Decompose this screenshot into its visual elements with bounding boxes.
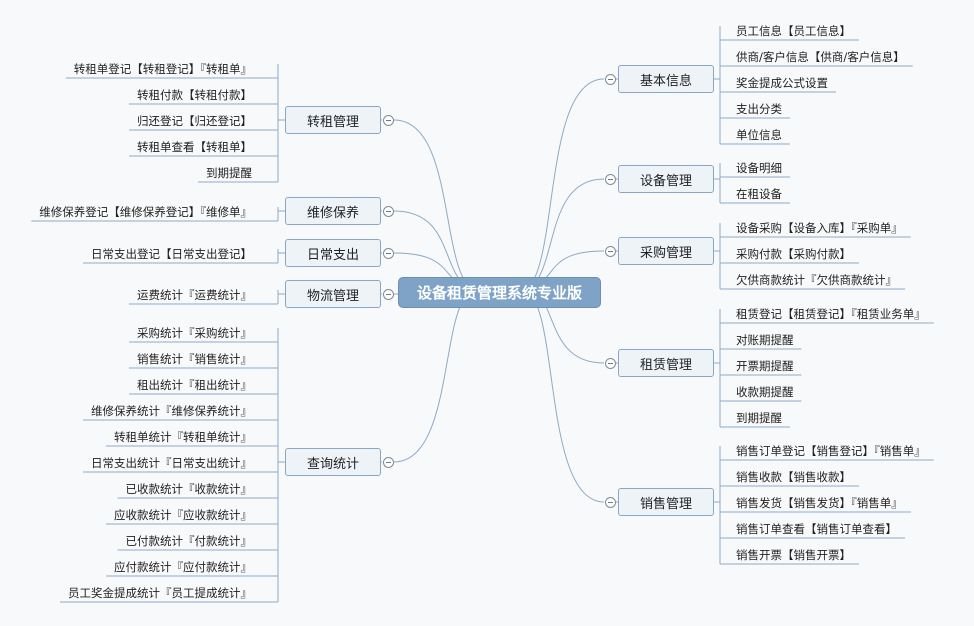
leaf-item[interactable]: 应收款统计『应收款统计』 — [114, 508, 252, 522]
leaf-item[interactable]: 对账期提醒 — [736, 333, 794, 347]
leaf-item[interactable]: 收款期提醒 — [736, 385, 794, 399]
leaf-item[interactable]: 租出统计『租出统计』 — [137, 378, 252, 392]
collapse-toggle-icon[interactable] — [604, 173, 616, 185]
leaf-item[interactable]: 销售统计『销售统计』 — [137, 352, 252, 366]
branch-topic-right-1[interactable]: 设备管理 — [618, 165, 714, 193]
branch-topic-right-0[interactable]: 基本信息 — [618, 65, 714, 93]
leaf-item[interactable]: 单位信息 — [736, 128, 782, 142]
leaf-item[interactable]: 员工信息【员工信息】 — [736, 24, 851, 38]
leaf-item[interactable]: 运费统计『运费统计』 — [137, 288, 252, 302]
collapse-toggle-icon[interactable] — [604, 496, 616, 508]
leaf-item[interactable]: 转租单查看【转租单】 — [137, 140, 252, 154]
leaf-item[interactable]: 销售发货【销售发货】『销售单』 — [736, 496, 903, 510]
leaf-item[interactable]: 维修保养统计『维修保养统计』 — [91, 404, 252, 418]
leaf-item[interactable]: 支出分类 — [736, 102, 782, 116]
link-root-left-4 — [393, 291, 479, 463]
link-root-right-1 — [520, 178, 605, 293]
branch-topic-left-3[interactable]: 物流管理 — [285, 280, 381, 308]
leaf-item[interactable]: 销售订单查看【销售订单查看】 — [736, 522, 897, 536]
leaf-item[interactable]: 销售开票【销售开票】 — [736, 548, 851, 562]
leaf-item[interactable]: 已付款统计『付款统计』 — [125, 534, 253, 548]
leaf-item[interactable]: 转租单登记【转租登记】『转租单』 — [73, 62, 252, 76]
leaf-item[interactable]: 归还登记【归还登记】 — [137, 114, 252, 128]
branch-topic-left-4[interactable]: 查询统计 — [285, 448, 381, 476]
branch-topic-left-1[interactable]: 维修保养 — [285, 197, 381, 225]
leaf-item[interactable]: 销售订单登记【销售登记】『销售单』 — [736, 444, 926, 458]
branch-topic-left-2[interactable]: 日常支出 — [285, 239, 381, 267]
leaf-item[interactable]: 设备明细 — [736, 161, 782, 175]
link-root-left-0 — [393, 119, 479, 293]
leaf-item[interactable]: 日常支出登记【日常支出登记】 — [91, 247, 252, 261]
collapse-toggle-icon[interactable] — [604, 357, 616, 369]
branch-topic-left-0[interactable]: 转租管理 — [285, 106, 381, 134]
leaf-item[interactable]: 已收款统计『收款统计』 — [125, 482, 253, 496]
leaf-item[interactable]: 开票期提醒 — [736, 359, 794, 373]
leaf-item[interactable]: 销售收款【销售收款】 — [736, 470, 851, 484]
collapse-toggle-icon[interactable] — [382, 288, 394, 300]
leaf-item[interactable]: 转租付款【转租付款】 — [137, 88, 252, 102]
leaf-item[interactable]: 采购统计『采购统计』 — [137, 326, 252, 340]
leaf-item[interactable]: 奖金提成公式设置 — [736, 76, 828, 90]
collapse-toggle-icon[interactable] — [382, 456, 394, 468]
leaf-item[interactable]: 租赁登记【租赁登记】『租赁业务单』 — [736, 307, 926, 321]
link-root-right-4 — [520, 291, 605, 503]
leaf-item[interactable]: 供商/客户信息【供商/客户信息】 — [736, 50, 905, 64]
leaf-item[interactable]: 应付款统计『应付款统计』 — [114, 560, 252, 574]
leaf-item[interactable]: 设备采购【设备入库】『采购单』 — [736, 221, 903, 235]
root-topic[interactable]: 设备租赁管理系统专业版 — [398, 277, 601, 308]
leaf-item[interactable]: 到期提醒 — [736, 411, 782, 425]
leaf-item[interactable]: 欠供商款统计『欠供商款统计』 — [736, 273, 897, 287]
leaf-item[interactable]: 采购付款【采购付款】 — [736, 247, 851, 261]
leaf-item[interactable]: 到期提醒 — [206, 166, 252, 180]
leaf-item[interactable]: 转租单统计『转租单统计』 — [114, 430, 252, 444]
leaf-item[interactable]: 员工奖金提成统计『员工提成统计』 — [68, 586, 252, 600]
collapse-toggle-icon[interactable] — [382, 205, 394, 217]
leaf-item[interactable]: 在租设备 — [736, 187, 782, 201]
collapse-toggle-icon[interactable] — [604, 73, 616, 85]
branch-topic-right-2[interactable]: 采购管理 — [618, 237, 714, 265]
collapse-toggle-icon[interactable] — [604, 245, 616, 257]
collapse-toggle-icon[interactable] — [382, 247, 394, 259]
collapse-toggle-icon[interactable] — [382, 114, 394, 126]
leaf-item[interactable]: 维修保养登记【维修保养登记】『维修单』 — [39, 205, 252, 219]
leaf-item[interactable]: 日常支出统计『日常支出统计』 — [91, 456, 252, 470]
branch-topic-right-4[interactable]: 销售管理 — [618, 488, 714, 516]
branch-topic-right-3[interactable]: 租赁管理 — [618, 349, 714, 377]
